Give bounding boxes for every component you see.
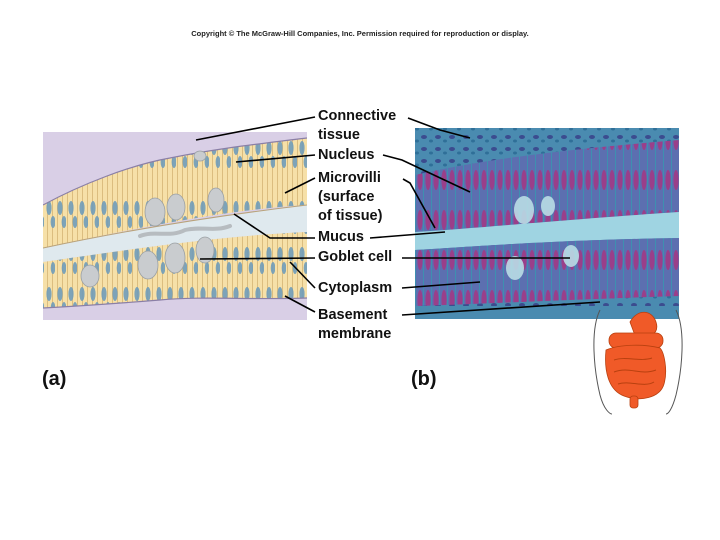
label-mucus: Mucus bbox=[318, 229, 364, 245]
label-nucleus: Nucleus bbox=[318, 147, 375, 163]
label-cytoplasm: Cytoplasm bbox=[318, 280, 393, 296]
label-goblet-cell: Goblet cell bbox=[318, 249, 393, 265]
leader-lines bbox=[195, 116, 601, 316]
micrograph-panel-b bbox=[415, 128, 679, 319]
copyright-notice: Copyright © The McGraw-Hill Companies, I… bbox=[191, 29, 529, 38]
drawing-panel-a bbox=[43, 132, 307, 320]
panel-label-b: (b) bbox=[411, 368, 437, 390]
digestive-system-icon bbox=[593, 309, 683, 415]
label-connective-tissue: Connective tissue bbox=[318, 108, 397, 143]
label-basement-membrane: Basement membrane bbox=[318, 307, 392, 342]
panel-label-a: (a) bbox=[42, 368, 67, 390]
label-microvilli: Microvilli (surface of tissue) bbox=[318, 170, 383, 224]
